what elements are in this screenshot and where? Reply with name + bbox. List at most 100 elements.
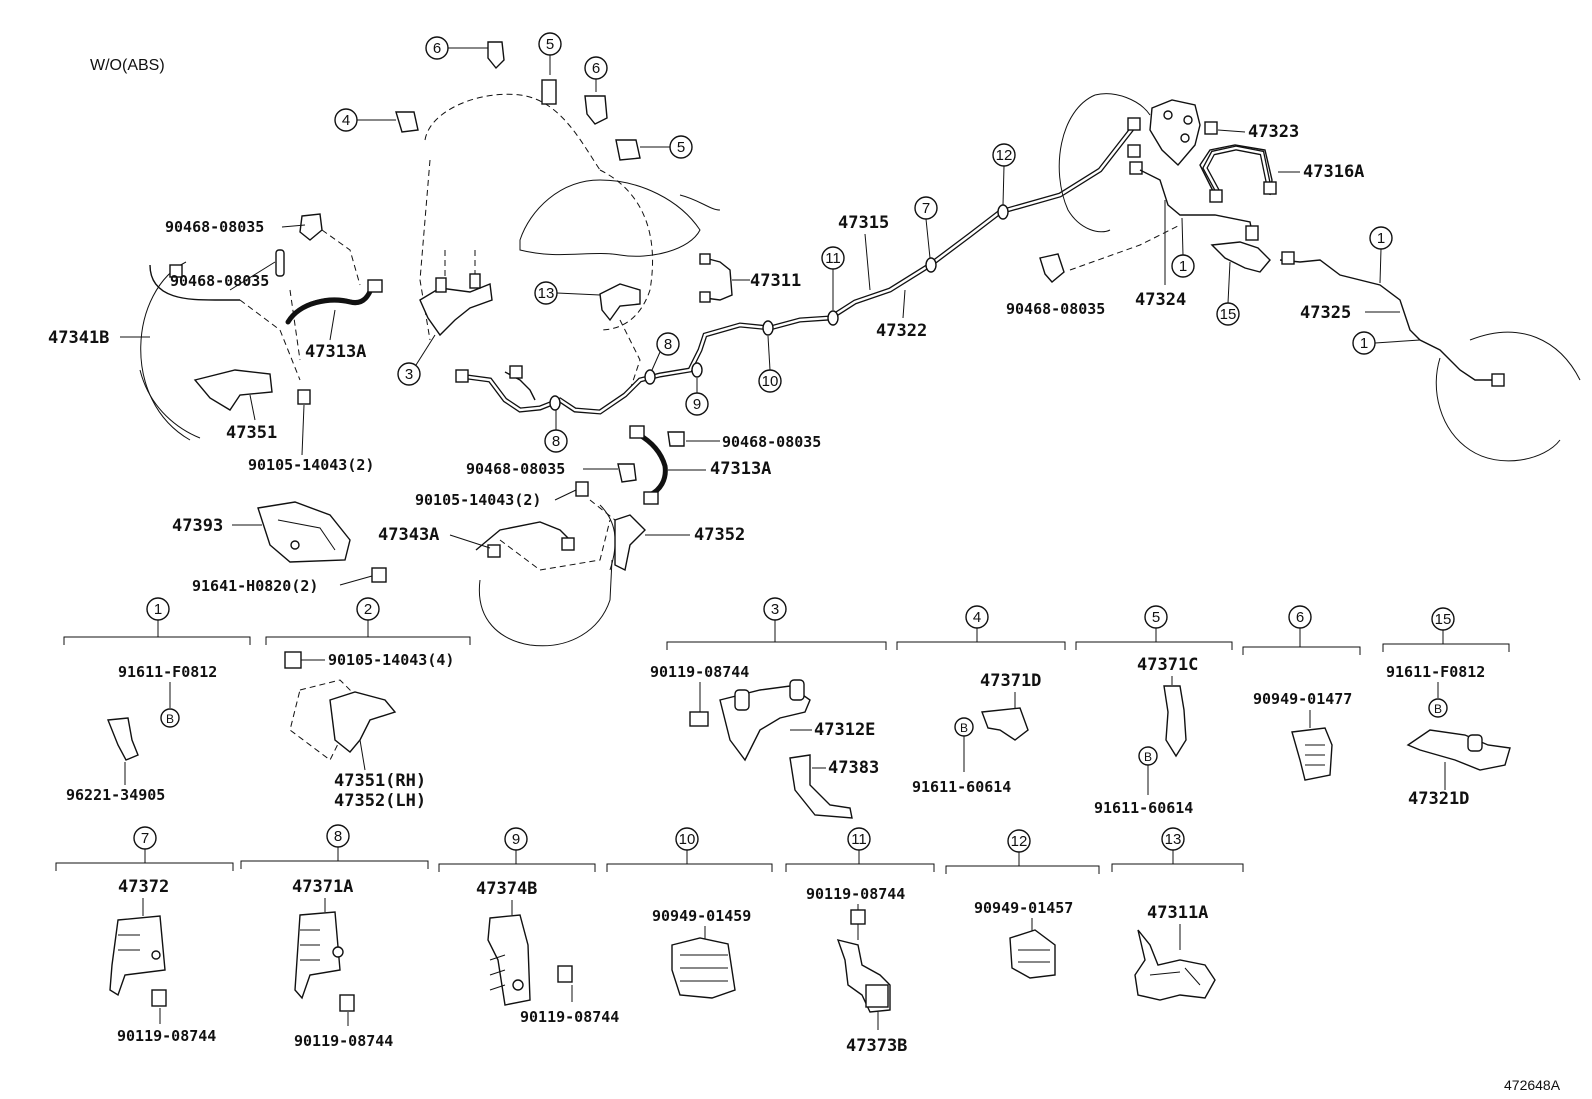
detail-2-part-47352-lh: 47352(LH) bbox=[334, 791, 426, 811]
detail-3-part-90119-08744: 90119-08744 bbox=[650, 663, 749, 681]
detail-2-part-47351-rh: 47351(RH) bbox=[334, 771, 426, 791]
svg-text:11: 11 bbox=[825, 250, 841, 267]
svg-text:10: 10 bbox=[762, 373, 779, 390]
detail-2-part-90105-14043: 90105-14043(4) bbox=[328, 651, 454, 669]
callout-13-mid: 13 bbox=[534, 281, 601, 305]
callout-3-mid: 3 bbox=[397, 334, 436, 386]
svg-text:13: 13 bbox=[1165, 831, 1182, 848]
svg-text:B: B bbox=[166, 712, 174, 726]
detail-9-part-90119-08744: 90119-08744 bbox=[520, 1008, 619, 1026]
label-90105-b: 90105-14043(2) bbox=[415, 491, 541, 509]
detail-4-part-47371d: 47371D bbox=[980, 671, 1041, 691]
front-right-disc bbox=[478, 559, 613, 647]
detail-6: 6 90949-01477 bbox=[1242, 605, 1361, 781]
tube-47325 bbox=[1279, 259, 1495, 381]
svg-text:8: 8 bbox=[664, 336, 672, 353]
main-brake-line bbox=[455, 122, 1138, 415]
label-47313a-bottom: 47313A bbox=[710, 459, 771, 479]
detail-9: 9 47374B 90119-08744 bbox=[438, 827, 619, 1026]
callout-8-line: 8 bbox=[544, 410, 568, 453]
svg-text:15: 15 bbox=[1220, 306, 1237, 323]
svg-text:2: 2 bbox=[364, 601, 372, 618]
detail-13: 13 47311A bbox=[1111, 827, 1244, 1001]
detail-15-part-91611-f0812: 91611-F0812 bbox=[1386, 663, 1485, 681]
label-47313a-top: 47313A bbox=[305, 342, 366, 362]
label-47393: 47393 bbox=[172, 516, 223, 536]
abs-note: W/O(ABS) bbox=[90, 57, 165, 74]
svg-text:3: 3 bbox=[771, 601, 779, 618]
detail-8: 8 47371A 90119-08744 bbox=[240, 824, 429, 1050]
tube-47311 bbox=[704, 257, 733, 301]
bolt-90105 bbox=[297, 389, 311, 405]
label-91641: 91641-H0820(2) bbox=[192, 577, 318, 595]
detail-3-part-47312e: 47312E bbox=[814, 720, 875, 740]
label-90468-c: 90468-08035 bbox=[1006, 300, 1105, 318]
svg-text:6: 6 bbox=[433, 40, 441, 57]
callout-7-line: 7 bbox=[914, 196, 938, 259]
front-left-brake-assembly bbox=[139, 213, 383, 441]
svg-text:8: 8 bbox=[552, 433, 560, 450]
label-90468-b: 90468-08035 bbox=[170, 272, 269, 290]
label-47311: 47311 bbox=[750, 271, 801, 291]
detail-15-part-47321d: 47321D bbox=[1408, 789, 1469, 809]
label-90468-a: 90468-08035 bbox=[165, 218, 264, 236]
svg-text:B: B bbox=[1144, 750, 1152, 764]
detail-7-part-47372: 47372 bbox=[118, 877, 169, 897]
svg-text:5: 5 bbox=[677, 139, 685, 156]
svg-text:7: 7 bbox=[922, 200, 930, 217]
detail-4: 4 47371D B 91611-60614 bbox=[896, 605, 1066, 796]
svg-text:5: 5 bbox=[546, 36, 554, 53]
svg-text:4: 4 bbox=[342, 112, 350, 129]
engine-outline bbox=[424, 93, 601, 171]
master-cylinder-area bbox=[419, 93, 733, 391]
hose-fitting bbox=[169, 264, 183, 278]
detail-5: 5 47371C B 91611-60614 bbox=[1075, 605, 1233, 817]
label-47352: 47352 bbox=[694, 525, 745, 545]
rear-drum-left bbox=[1058, 94, 1111, 233]
svg-text:1: 1 bbox=[1179, 258, 1187, 275]
detail-12: 12 90949-01457 bbox=[945, 829, 1100, 979]
proportioning-valve bbox=[1149, 99, 1201, 167]
svg-text:1: 1 bbox=[1377, 230, 1385, 247]
tube-47324 bbox=[1139, 169, 1253, 233]
svg-text:12: 12 bbox=[1011, 833, 1028, 850]
leader-dash-2 bbox=[321, 229, 361, 286]
callout-4-top: 4 bbox=[334, 108, 419, 133]
svg-text:12: 12 bbox=[996, 147, 1013, 164]
detail-1-part-96221-34905: 96221-34905 bbox=[66, 786, 165, 804]
callout-12-line: 12 bbox=[992, 143, 1016, 206]
detail-10: 10 90949-01459 bbox=[606, 827, 773, 999]
svg-text:9: 9 bbox=[693, 396, 701, 413]
callout-15-rear: 15 bbox=[1216, 261, 1240, 326]
detail-1: 1 91611-F0812 B 96221-34905 bbox=[63, 597, 251, 804]
callout-11-line: 11 bbox=[821, 246, 845, 310]
callout-5-top: 5 bbox=[538, 32, 562, 105]
detail-5-part-47371c: 47371C bbox=[1137, 655, 1198, 675]
detail-7-part-90119-08744: 90119-08744 bbox=[117, 1027, 216, 1045]
callout-1-rear-c: 1 bbox=[1352, 331, 1421, 355]
detail-6-part-90949-01477: 90949-01477 bbox=[1253, 690, 1352, 708]
detail-9-part-47374b: 47374B bbox=[476, 879, 537, 899]
label-47325: 47325 bbox=[1300, 303, 1351, 323]
svg-text:7: 7 bbox=[141, 830, 149, 847]
three-way-union-3 bbox=[419, 283, 493, 337]
detail-4-part-91611-60614: 91611-60614 bbox=[912, 778, 1011, 796]
svg-text:5: 5 bbox=[1152, 609, 1160, 626]
clip-90468-top bbox=[299, 213, 323, 241]
front-left-disc-inner bbox=[139, 369, 201, 439]
bracket-15 bbox=[1210, 241, 1271, 273]
label-90105-a: 90105-14043(2) bbox=[248, 456, 374, 474]
label-47322: 47322 bbox=[876, 321, 927, 341]
svg-text:13: 13 bbox=[538, 285, 555, 302]
hose-47343a bbox=[475, 521, 571, 551]
leader-dash bbox=[239, 299, 301, 381]
detail-10-part-90949-01459: 90949-01459 bbox=[652, 907, 751, 925]
callout-5-mid: 5 bbox=[615, 135, 693, 161]
callout-9-line: 9 bbox=[685, 378, 709, 416]
svg-text:B: B bbox=[1434, 702, 1442, 716]
detail-11-part-90119-08744: 90119-08744 bbox=[806, 885, 905, 903]
callout-10-line: 10 bbox=[758, 335, 782, 393]
svg-text:B: B bbox=[960, 721, 968, 735]
